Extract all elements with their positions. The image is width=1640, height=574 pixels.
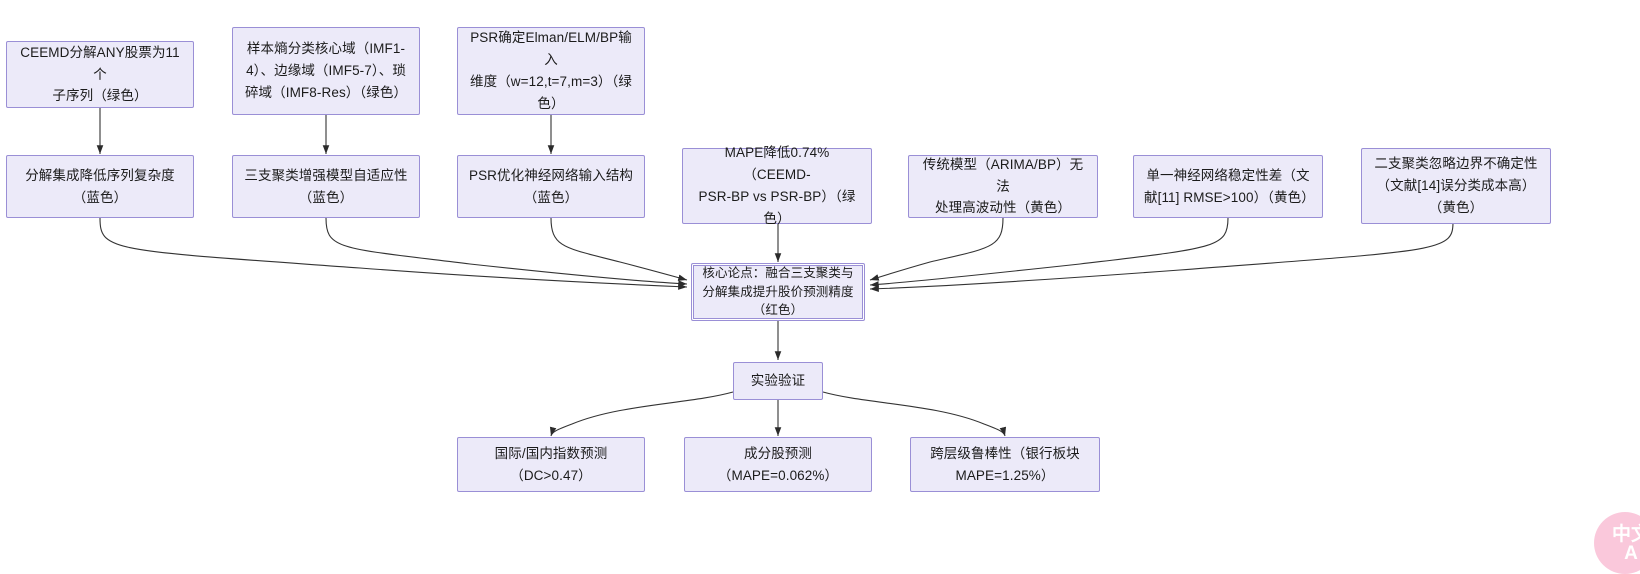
node-experiment-validation-label: 实验验证 xyxy=(750,373,806,389)
edge-experiment-result3 xyxy=(822,391,1007,437)
node-core-claim-label: 核心论点：融合三支聚类与 分解集成提升股价预测精度 （红色） xyxy=(702,265,854,318)
node-rebuttal-two-way-clustering[interactable]: 二支聚类忽略边界不确定性 （文献[14]误分类成本高） （黄色） xyxy=(1361,148,1551,224)
edge-claim2-core xyxy=(325,217,688,287)
node-claim-psr-structure-label: PSR优化神经网络输入结构 （蓝色） xyxy=(468,167,634,205)
watermark-badge: 中文 A xyxy=(1594,512,1640,574)
node-result-cross-level-robustness-label: 跨层级鲁棒性（银行板块 MAPE=1.25%） xyxy=(930,445,1080,483)
node-evidence-psr-input-dim[interactable]: PSR确定Elman/ELM/BP输入 维度（w=12,t=7,m=3）（绿 色… xyxy=(457,27,645,115)
node-result-constituent-stock-label: 成分股预测 （MAPE=0.062%） xyxy=(717,445,839,483)
node-claim-psr-structure[interactable]: PSR优化神经网络输入结构 （蓝色） xyxy=(457,155,645,218)
node-claim-three-way-clustering[interactable]: 三支聚类增强模型自适应性 （蓝色） xyxy=(232,155,420,218)
watermark-text: 中文 A xyxy=(1611,524,1640,564)
edge-rebut1-core xyxy=(869,217,1004,281)
node-result-cross-level-robustness[interactable]: 跨层级鲁棒性（银行板块 MAPE=1.25%） xyxy=(910,437,1100,492)
node-claim-mape-reduction[interactable]: MAPE降低0.74%（CEEMD- PSR-BP vs PSR-BP）（绿 色… xyxy=(682,145,872,226)
node-evidence-sample-entropy-label: 样本熵分类核心域（IMF1- 4）、边缘域（IMF5-7）、琐 碎域（IMF8-… xyxy=(244,41,408,100)
node-evidence-ceemd-label: CEEMD分解ANY股票为11个 子序列（绿色） xyxy=(20,44,180,104)
node-rebuttal-single-network[interactable]: 单一神经网络稳定性差（文 献[11] RMSE>100）（黄色） xyxy=(1133,155,1323,218)
node-rebuttal-traditional-models[interactable]: 传统模型（ARIMA/BP）无法 处理高波动性（黄色） xyxy=(908,155,1098,218)
edge-rebut2-core xyxy=(869,217,1229,288)
node-rebuttal-single-network-label: 单一神经网络稳定性差（文 献[11] RMSE>100）（黄色） xyxy=(1144,167,1315,205)
node-claim-decomposition-complexity-label: 分解集成降低序列复杂度 （蓝色） xyxy=(25,167,175,205)
node-evidence-ceemd[interactable]: CEEMD分解ANY股票为11个 子序列（绿色） xyxy=(6,41,194,108)
node-evidence-sample-entropy[interactable]: 样本熵分类核心域（IMF1- 4）、边缘域（IMF5-7）、琐 碎域（IMF8-… xyxy=(232,27,420,115)
edge-claim3-core xyxy=(550,217,688,281)
node-rebuttal-traditional-models-label: 传统模型（ARIMA/BP）无法 处理高波动性（黄色） xyxy=(922,156,1084,216)
node-experiment-validation[interactable]: 实验验证 xyxy=(733,362,823,400)
edge-rebut3-core xyxy=(869,221,1454,293)
node-claim-three-way-clustering-label: 三支聚类增强模型自适应性 （蓝色） xyxy=(244,167,408,205)
node-core-claim[interactable]: 核心论点：融合三支聚类与 分解集成提升股价预测精度 （红色） xyxy=(691,263,865,321)
node-result-index-forecast-label: 国际/国内指数预测 （DC>0.47） xyxy=(494,445,608,483)
node-result-constituent-stock[interactable]: 成分股预测 （MAPE=0.062%） xyxy=(684,437,872,492)
edge-experiment-result1 xyxy=(549,391,734,437)
node-rebuttal-two-way-clustering-label: 二支聚类忽略边界不确定性 （文献[14]误分类成本高） （黄色） xyxy=(1374,156,1538,215)
node-claim-decomposition-complexity[interactable]: 分解集成降低序列复杂度 （蓝色） xyxy=(6,155,194,218)
node-claim-mape-reduction-label: MAPE降低0.74%（CEEMD- PSR-BP vs PSR-BP）（绿 色… xyxy=(698,145,856,226)
node-result-index-forecast[interactable]: 国际/国内指数预测 （DC>0.47） xyxy=(457,437,645,492)
edge-claim1-core xyxy=(99,217,688,290)
node-evidence-psr-input-dim-label: PSR确定Elman/ELM/BP输入 维度（w=12,t=7,m=3）（绿 色… xyxy=(470,30,632,111)
